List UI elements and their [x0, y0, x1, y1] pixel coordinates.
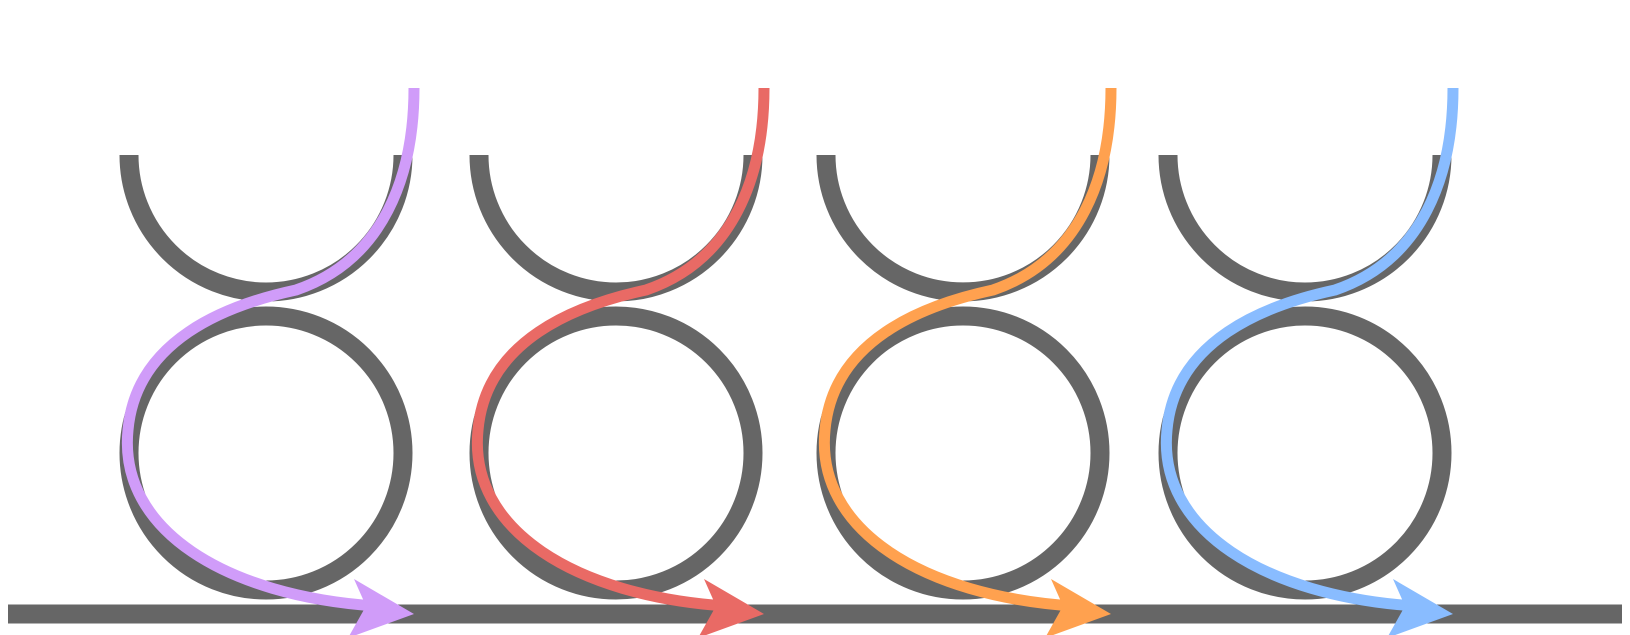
- ring-unit-4: [1158, 87, 1459, 635]
- flow-path: [471, 87, 770, 612]
- ring-unit-1: [119, 87, 420, 635]
- arrowhead-icon: [349, 579, 414, 635]
- arrowhead-icon: [699, 579, 764, 635]
- flow-path: [818, 87, 1117, 612]
- units-layer: [119, 87, 1459, 635]
- ring-unit-3: [816, 87, 1117, 635]
- arrowhead-icon: [1046, 579, 1111, 635]
- arrowhead-icon: [1388, 579, 1453, 635]
- flow-path: [121, 87, 420, 612]
- ring-unit-2: [469, 87, 770, 635]
- flow-path: [1160, 87, 1459, 612]
